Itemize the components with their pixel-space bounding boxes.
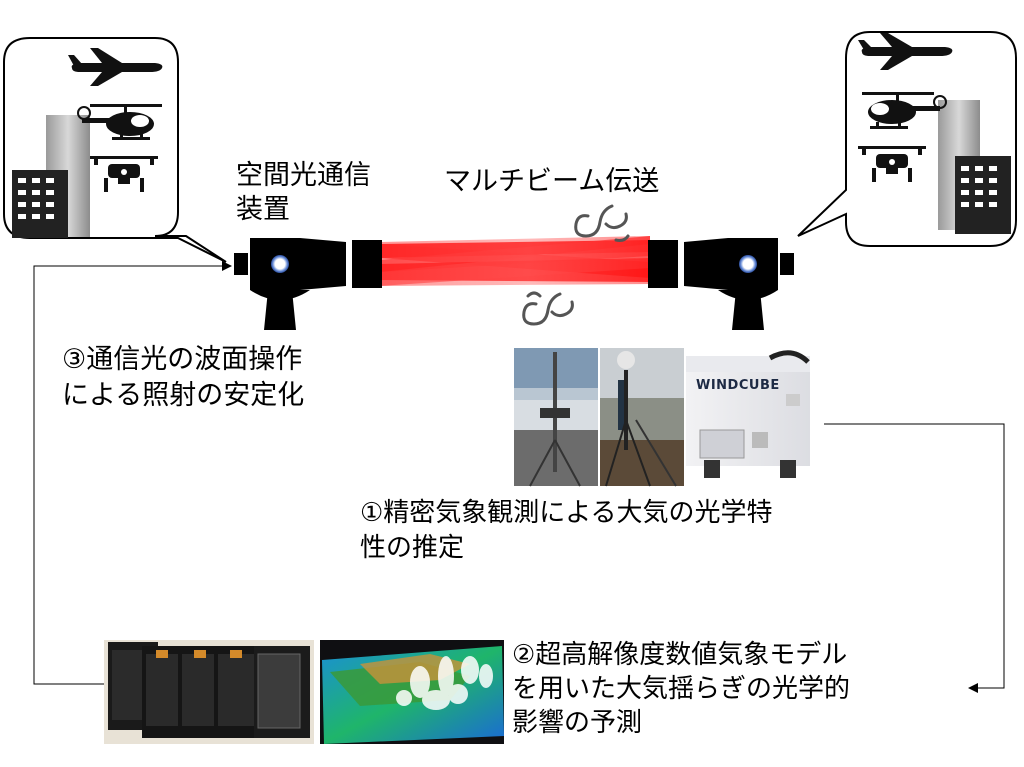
step1-label-line2: 性の推定 bbox=[360, 533, 465, 563]
step3-label-line2: による照射の安定化 bbox=[62, 380, 305, 411]
supercomputer-photo bbox=[104, 640, 314, 744]
multibeam-label: マルチビーム伝送 bbox=[444, 166, 660, 197]
right-transceiver bbox=[648, 238, 794, 330]
airplane-icon bbox=[858, 33, 953, 70]
turbulence-swirl-icon bbox=[522, 291, 574, 326]
device-label-line1: 空間光通信 bbox=[236, 160, 371, 191]
turbulence-swirl-icon bbox=[574, 204, 630, 242]
step2-label-line2: を用いた大気揺らぎの光学的 bbox=[512, 674, 851, 704]
left-transceiver bbox=[234, 238, 382, 330]
building-icon bbox=[12, 115, 90, 238]
simulation-visualization bbox=[320, 640, 504, 744]
step2-label-line3: 影響の予測 bbox=[512, 708, 643, 738]
airplane-icon bbox=[68, 48, 163, 86]
arrow-head-prediction bbox=[968, 683, 978, 693]
helicopter-icon bbox=[77, 104, 162, 140]
arrow-head-device bbox=[222, 261, 232, 271]
lidar-brand-label: WINDCUBE bbox=[696, 378, 780, 393]
multi-beam bbox=[380, 236, 650, 286]
lens-icon bbox=[271, 255, 289, 273]
device-label-line2: 装置 bbox=[236, 194, 290, 225]
step1-label-line1: ①精密気象観測による大気の光学特 bbox=[360, 498, 773, 528]
lens-icon bbox=[739, 255, 757, 273]
lidar-photo bbox=[686, 350, 810, 478]
observation-photo-mast bbox=[514, 348, 598, 487]
drone-icon bbox=[858, 146, 926, 182]
drone-icon bbox=[90, 156, 158, 192]
observation-photo-tripod bbox=[600, 348, 684, 487]
feedback-arrow-to-prediction bbox=[824, 423, 1005, 689]
step2-label-line1: ②超高解像度数値気象モデル bbox=[512, 640, 848, 670]
building-icon bbox=[938, 100, 1011, 234]
step3-label-line1: ③通信光の波面操作 bbox=[62, 344, 303, 375]
helicopter-icon bbox=[862, 92, 947, 129]
feedback-arrow-to-device bbox=[33, 265, 222, 685]
